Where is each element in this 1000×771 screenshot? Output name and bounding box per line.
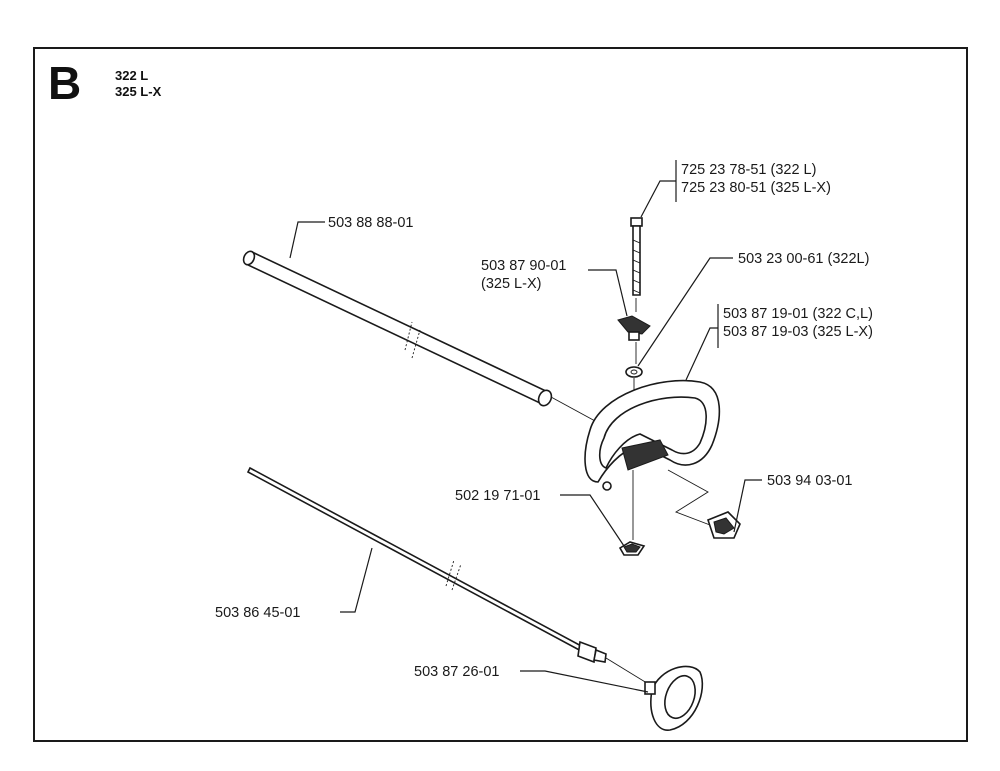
handle-leader [685,327,718,381]
handle-label-325lx: 503 87 19-03 (325 L-X) [723,324,873,340]
tube-part [242,250,631,441]
model-325lx: 325 L-X [115,84,162,99]
model-list: 322 L 325 L-X [115,68,161,100]
bolt-part [630,217,643,312]
section-letter: B [48,57,82,109]
nut-part [618,541,646,556]
clip-label: 503 94 03-01 [767,473,852,489]
shaft-part [246,466,656,689]
washer-leader [637,257,733,367]
knob-label-model: (325 L-X) [481,276,541,292]
washer-label: 503 23 00-61 (322L) [738,251,869,267]
drum-leader [520,670,649,693]
nut-label: 502 19 71-01 [455,488,540,504]
drum-part [644,665,704,731]
bolt-leader [640,180,676,218]
bolt-label-322l: 725 23 78-51 (322 L) [681,162,816,178]
tube-label: 503 88 88-01 [328,215,413,231]
knob-part [617,315,651,364]
nut-leader [560,494,625,547]
shaft-label: 503 86 45-01 [215,605,300,621]
tube-leader [289,221,325,259]
bolt-label-325lx: 725 23 80-51 (325 L-X) [681,180,831,196]
handle-part [584,379,721,540]
clip-leader [733,479,762,533]
knob-leader [588,269,628,317]
clip-part [707,511,741,539]
shaft-leader [340,547,373,613]
model-322l: 322 L [115,68,149,83]
drum-label: 503 87 26-01 [414,664,499,680]
handle-label-322cl: 503 87 19-01 (322 C,L) [723,306,873,322]
diagram-frame [33,47,968,742]
knob-label: 503 87 90-01 [481,258,566,274]
